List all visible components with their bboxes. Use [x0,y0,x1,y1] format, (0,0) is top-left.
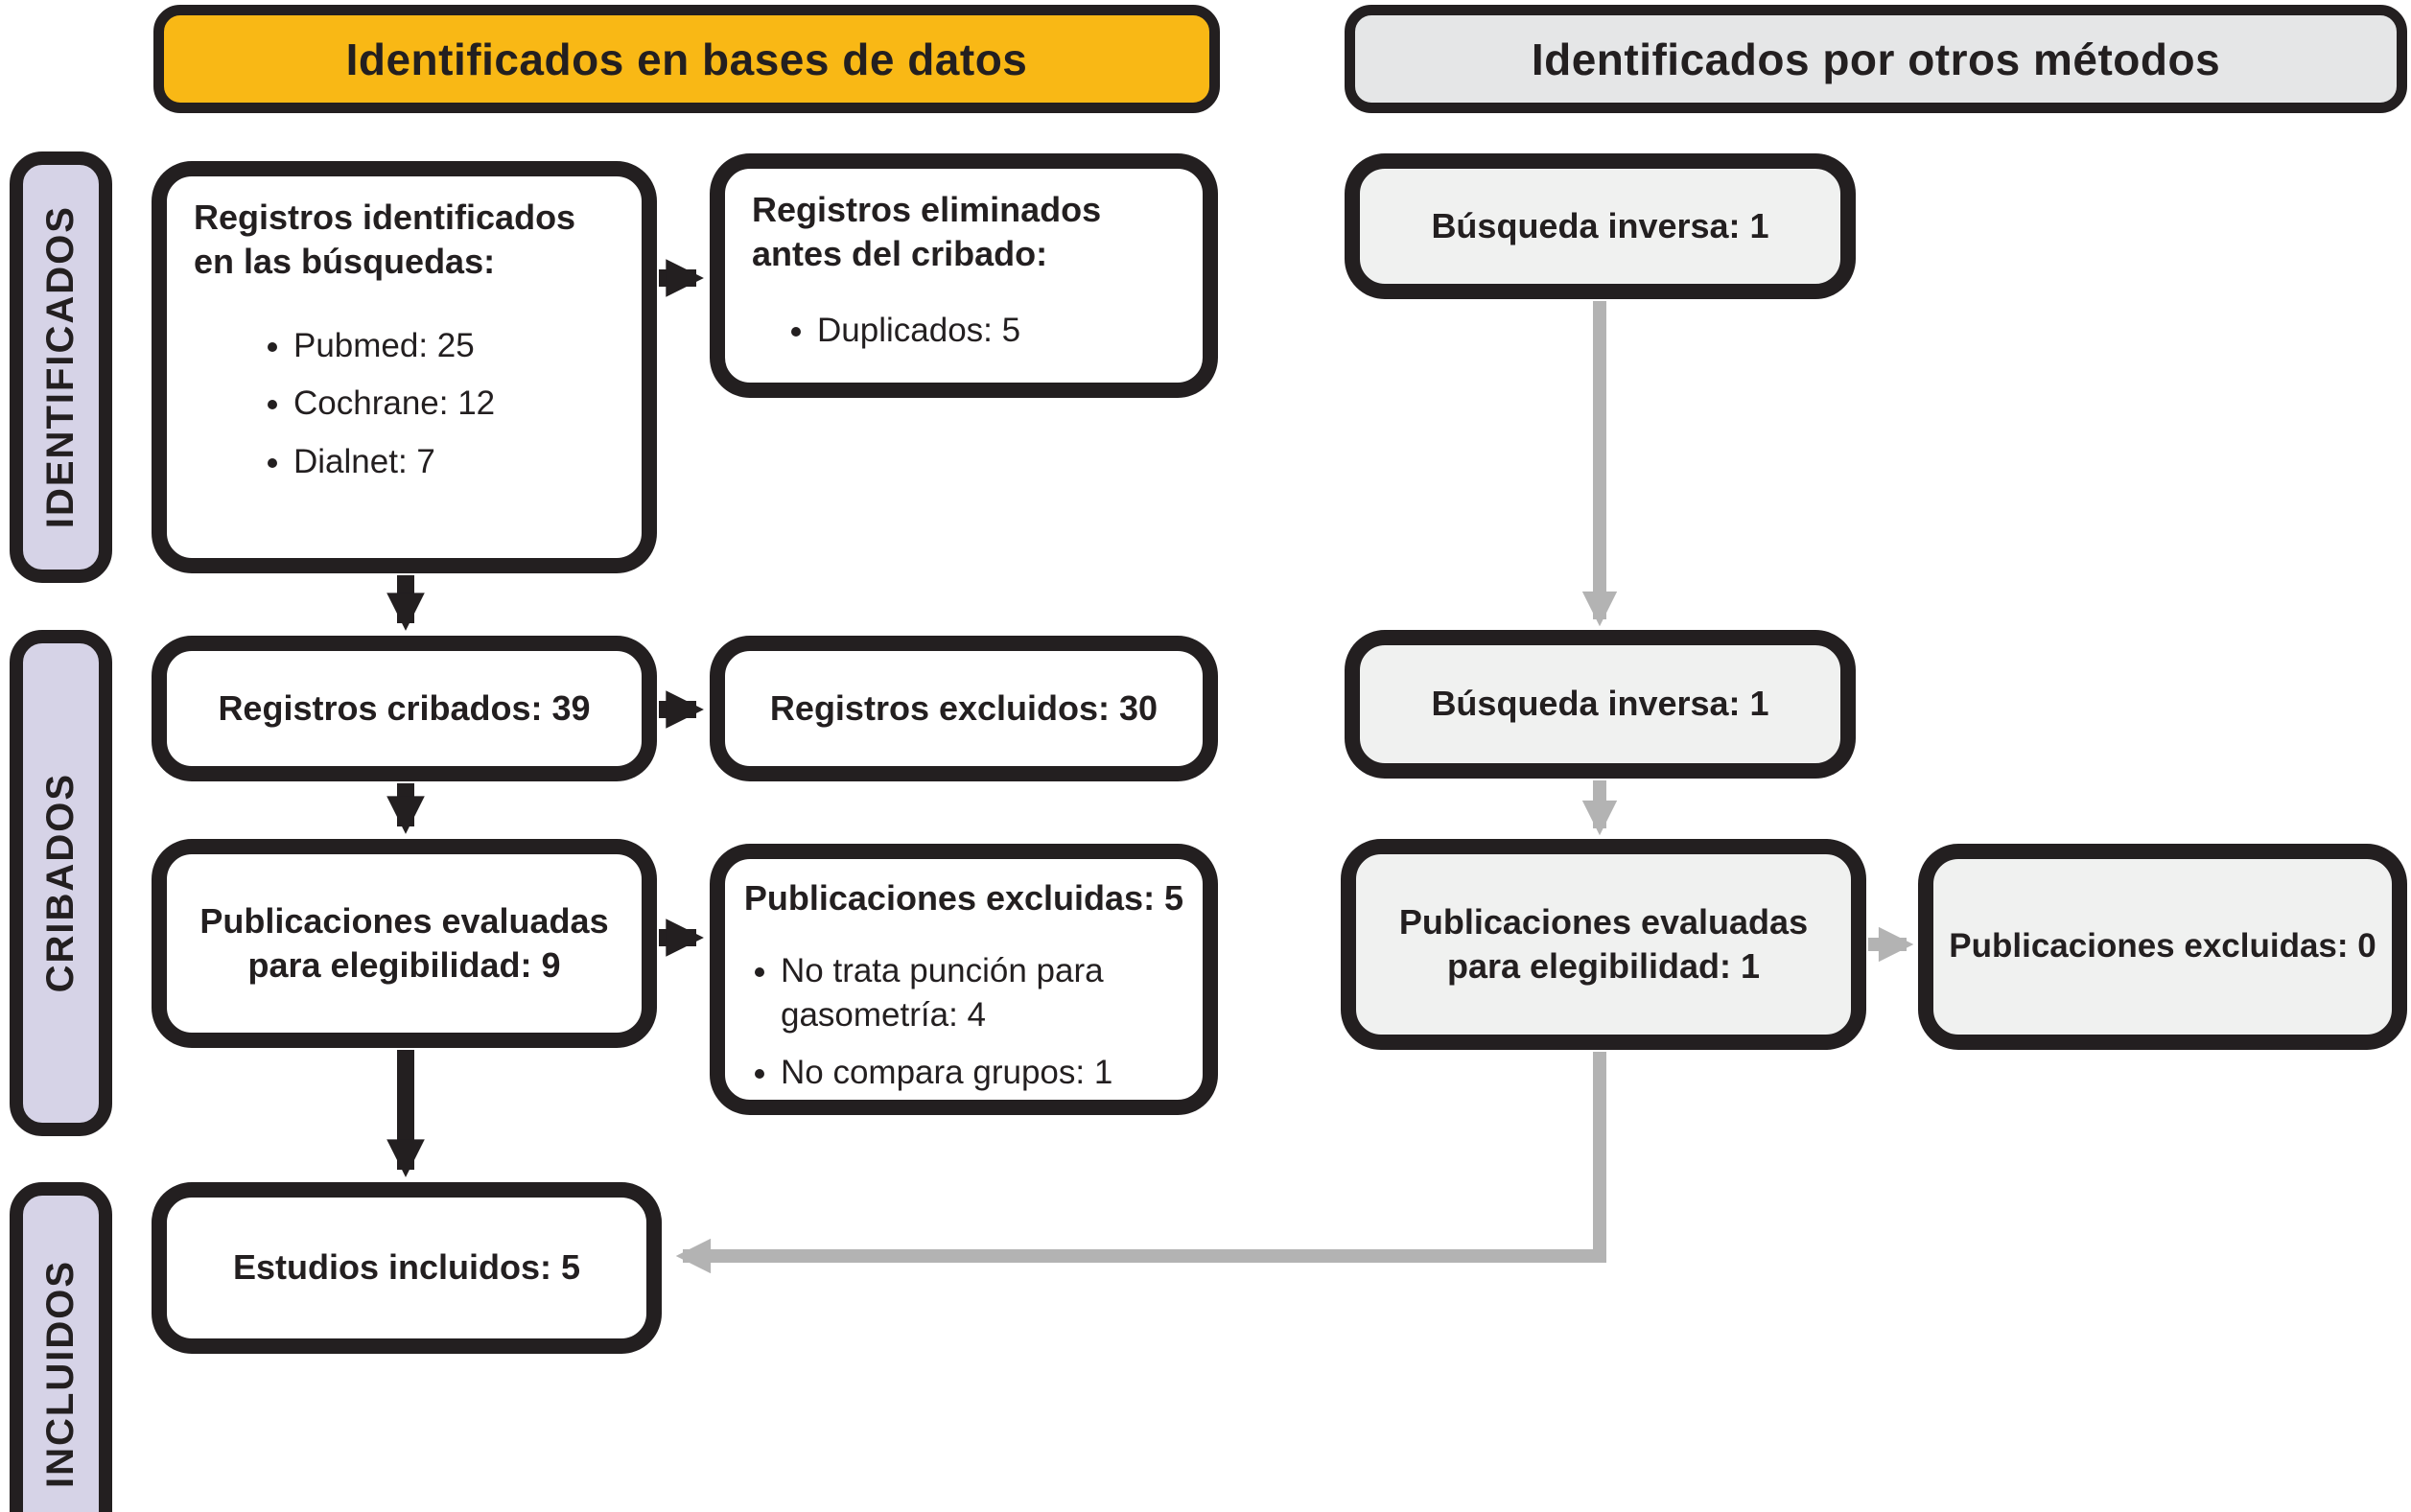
stage-label-identificados-text: IDENTIFICADOS [39,205,82,529]
box-reverse-search-2-label: Búsqueda inversa: 1 [1431,684,1769,724]
box-records-excluded: Registros excluidos: 30 [710,636,1218,781]
box-records-removed-bullets: Duplicados: 5 [725,309,1203,353]
box-reverse-search-1: Búsqueda inversa: 1 [1345,153,1856,299]
bullet-cochrane: Cochrane: 12 [293,382,642,426]
box-pubs-excluded-right-label: Publicaciones excluidas: 0 [1949,927,2376,965]
bullet-duplicados: Duplicados: 5 [817,309,1203,353]
box-pubs-assessed-label: Publicaciones evaluadas para elegibilida… [199,900,609,985]
box-records-screened-label: Registros cribados: 39 [218,687,591,728]
header-databases: Identificados en bases de datos [153,5,1220,113]
bullet-no-puncion: No trata punción para gasometría: 4 [781,949,1185,1037]
box-records-identified: Registros identificados en las búsquedas… [152,161,657,573]
header-other-methods-label: Identificados por otros métodos [1531,34,2221,84]
box-reverse-search-2: Búsqueda inversa: 1 [1345,630,1856,779]
box-pubs-assessed: Publicaciones evaluadas para elegibilida… [152,839,657,1048]
header-databases-label: Identificados en bases de datos [345,34,1028,84]
stage-label-incluidos-text: INCLUIDOS [39,1260,82,1488]
box-records-removed: Registros eliminados antes del cribado: … [710,153,1218,398]
bullet-no-compara: No compara grupos: 1 [781,1051,1185,1095]
stage-label-cribados: CRIBADOS [10,630,112,1136]
stage-label-identificados: IDENTIFICADOS [10,151,112,583]
box-pubs-excluded-bullets: No trata punción para gasometría: 4 No c… [725,949,1203,1096]
box-records-screened: Registros cribados: 39 [152,636,657,781]
stage-label-cribados-text: CRIBADOS [39,773,82,993]
header-other-methods: Identificados por otros métodos [1345,5,2407,113]
bullet-dialnet: Dialnet: 7 [293,440,642,484]
box-studies-included: Estudios incluidos: 5 [152,1182,662,1354]
box-pubs-excluded-title: Publicaciones excluidas: 5 [743,878,1184,918]
box-pubs-assessed-right-label: Publicaciones evaluadas para elegibilida… [1398,901,1809,986]
box-pubs-assessed-right: Publicaciones evaluadas para elegibilida… [1341,839,1866,1050]
box-studies-included-label: Estudios incluidos: 5 [232,1247,581,1288]
stage-label-incluidos: INCLUIDOS [10,1182,112,1512]
box-records-removed-title: Registros eliminados antes del cribado: [752,190,1102,274]
box-reverse-search-1-label: Búsqueda inversa: 1 [1431,205,1769,245]
box-records-excluded-label: Registros excluidos: 30 [769,687,1159,728]
box-records-identified-title: Registros identificados en las búsquedas… [194,198,576,282]
box-pubs-excluded: Publicaciones excluidas: 5 No trata punc… [710,844,1218,1115]
bullet-pubmed: Pubmed: 25 [293,324,642,368]
box-records-identified-bullets: Pubmed: 25 Cochrane: 12 Dialnet: 7 [167,324,642,484]
box-pubs-excluded-right: Publicaciones excluidas: 0 [1918,844,2407,1050]
